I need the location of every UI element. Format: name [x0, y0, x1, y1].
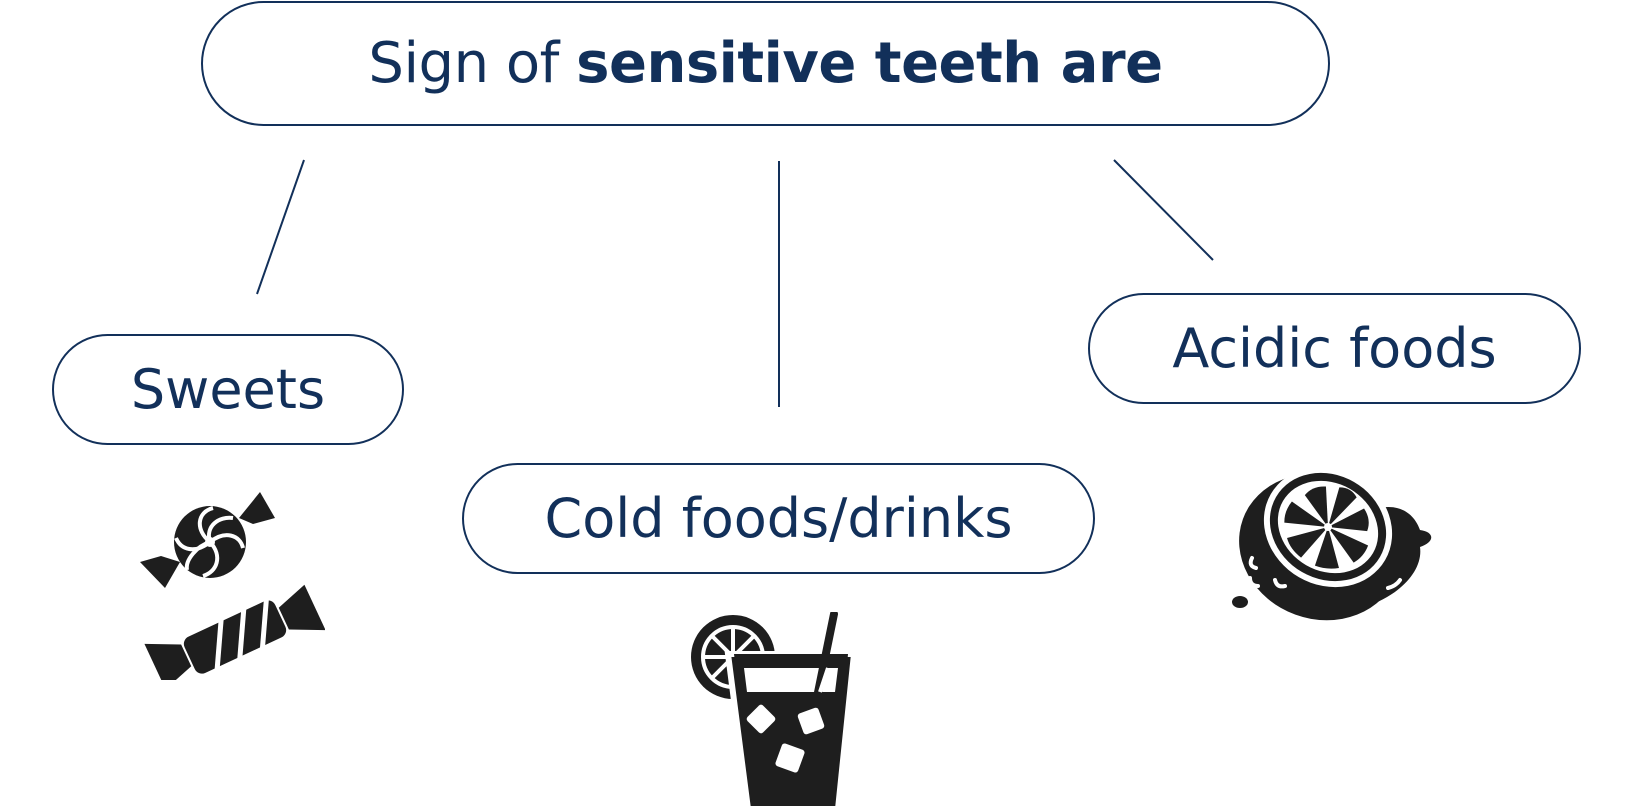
title-emphasis: sensitive teeth are	[576, 31, 1163, 96]
candy-icon	[140, 492, 325, 680]
node-acidic-label: Acidic foods	[1172, 317, 1497, 380]
title-prefix: Sign of	[368, 31, 577, 96]
node-sweets-label: Sweets	[130, 358, 326, 421]
node-cold-label: Cold foods/drinks	[544, 487, 1013, 550]
connector-sweets	[256, 159, 305, 295]
node-acidic-foods: Acidic foods	[1088, 293, 1581, 404]
lemon-icon	[1232, 466, 1432, 621]
connector-acidic	[1113, 159, 1214, 261]
node-sweets: Sweets	[52, 334, 404, 445]
title-node: Sign of sensitive teeth are	[201, 1, 1330, 126]
iced-drink-icon	[691, 612, 858, 809]
node-cold-foods-drinks: Cold foods/drinks	[462, 463, 1095, 574]
